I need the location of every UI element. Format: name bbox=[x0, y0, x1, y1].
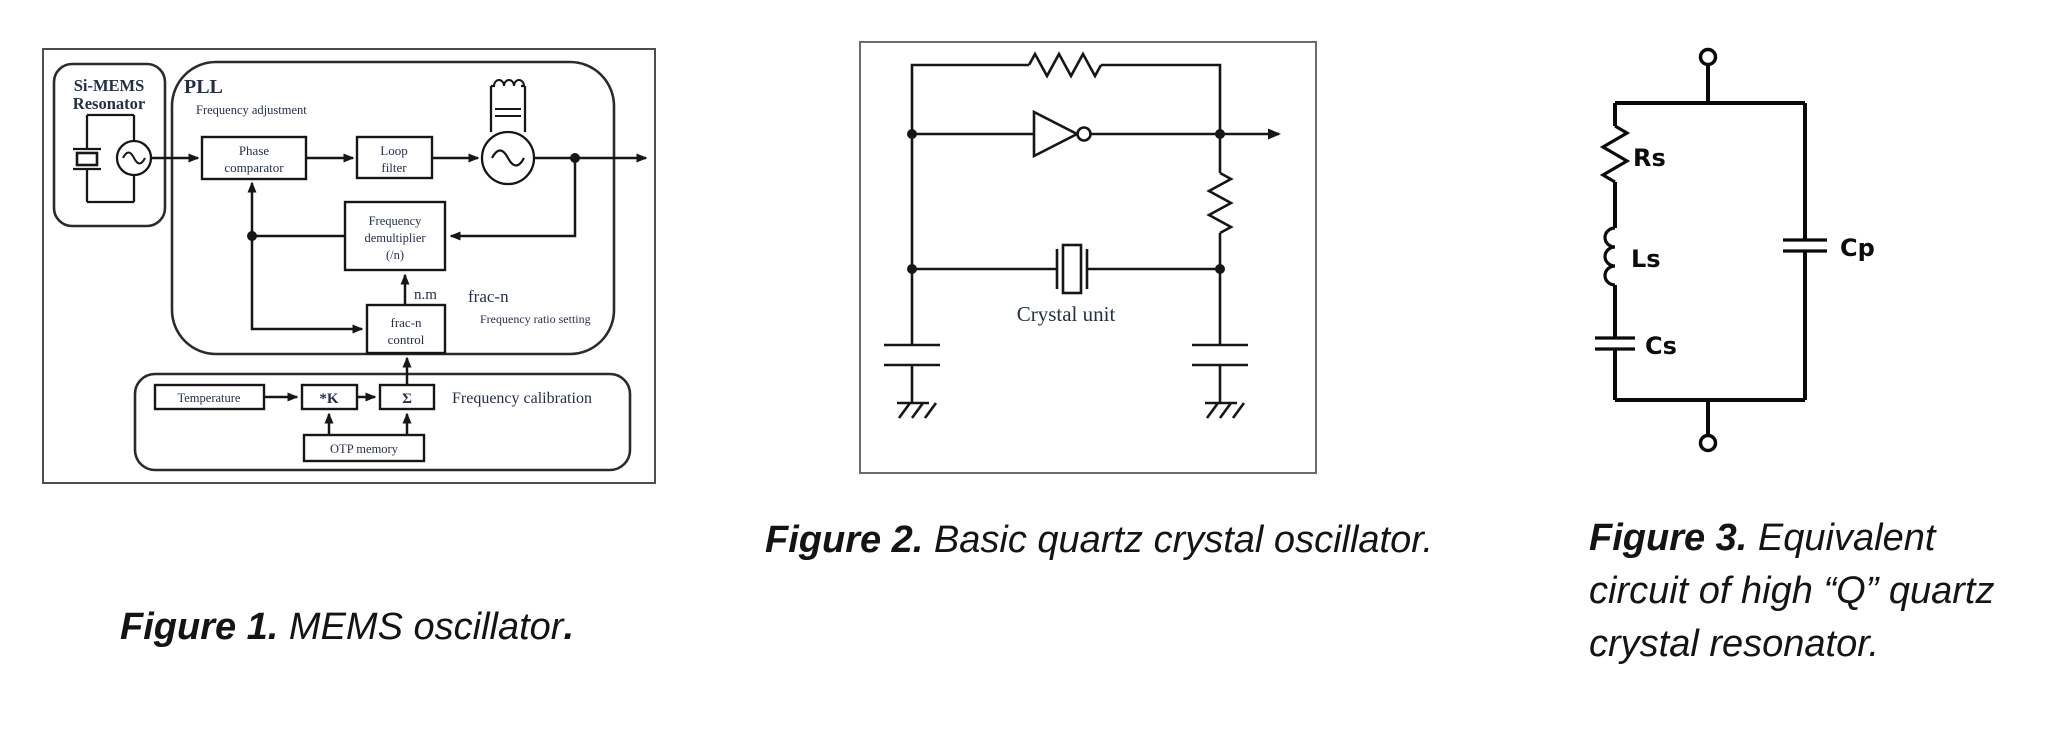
sigma-label: Σ bbox=[402, 391, 412, 407]
si-mems-label-1: Si-MEMS bbox=[74, 76, 145, 95]
left-ground-icon bbox=[897, 401, 938, 419]
frequency-calibration-box bbox=[133, 372, 632, 472]
fracn-label: frac-n bbox=[468, 287, 509, 306]
junction-dot bbox=[907, 264, 917, 274]
phase-label-1: Phase bbox=[239, 143, 270, 158]
vco-sine-icon bbox=[491, 149, 525, 167]
inductor-icon bbox=[493, 79, 525, 87]
cs-label: Cs bbox=[1645, 332, 1677, 360]
fracn-ctl-label-2: control bbox=[388, 332, 425, 347]
demux-label-1: Frequency bbox=[369, 214, 423, 228]
phase-label-2: comparator bbox=[224, 160, 284, 175]
freq-ratio-label: Frequency ratio setting bbox=[480, 312, 591, 326]
figure3-labels: Rs Ls Cs Cp bbox=[1631, 144, 1875, 360]
right-capacitor-icon bbox=[1192, 343, 1248, 367]
crystal-unit-label: Crystal unit bbox=[1017, 302, 1116, 326]
figure3-caption-line3: crystal resonator. bbox=[1589, 623, 1880, 665]
fracn-ctl-label-1: frac-n bbox=[390, 315, 422, 330]
top-terminal-icon bbox=[1698, 47, 1718, 67]
figure3-caption-line1: Figure 3. Equivalent bbox=[1589, 512, 2048, 565]
lc-tank-loop-icon bbox=[489, 84, 527, 132]
rs-resistor-icon bbox=[1599, 124, 1631, 184]
figure3-caption: Figure 3. Equivalent circuit of high “Q”… bbox=[1589, 512, 2048, 671]
figure3-caption-line1-text: Equivalent bbox=[1747, 517, 1936, 559]
capacitor-icon bbox=[495, 108, 521, 117]
figure1-svg: Si-MEMS Resonator PLL Frequency adjustme… bbox=[52, 60, 648, 472]
figure3-svg: Rs Ls Cs Cp bbox=[1595, 47, 1875, 453]
temperature-label: Temperature bbox=[178, 391, 241, 405]
k-label: *K bbox=[319, 391, 339, 407]
cp-capacitor-icon bbox=[1783, 238, 1827, 253]
cs-capacitor-icon bbox=[1595, 336, 1635, 351]
figure2-svg: Crystal unit bbox=[884, 51, 1281, 419]
figure1-caption-suffix: . bbox=[563, 606, 574, 648]
figure1-labels: Si-MEMS Resonator PLL Frequency adjustme… bbox=[73, 76, 592, 456]
figure1-caption-body: MEMS oscillator bbox=[278, 606, 564, 648]
freq-calibration-label: Frequency calibration bbox=[452, 390, 592, 407]
loop-label-2: filter bbox=[381, 160, 407, 175]
pll-blocks bbox=[200, 135, 447, 355]
cp-label: Cp bbox=[1840, 234, 1875, 262]
figure3-diagram: Rs Ls Cs Cp bbox=[1595, 13, 2025, 487]
resonator-circuit-icon bbox=[73, 113, 153, 204]
otp-memory-label: OTP memory bbox=[330, 442, 399, 456]
series-resistor-icon bbox=[1206, 171, 1234, 235]
ls-label: Ls bbox=[1631, 245, 1661, 273]
crystal-plates-icon bbox=[73, 147, 101, 171]
wires bbox=[151, 153, 648, 435]
figure3-caption-prefix: Figure 3. bbox=[1589, 517, 1748, 559]
figure3-caption-line2: circuit of high “Q” quartz bbox=[1589, 570, 1995, 612]
loop-filter-block bbox=[355, 135, 434, 180]
fracn-control-block bbox=[365, 303, 447, 355]
bottom-terminal-icon bbox=[1698, 433, 1718, 453]
temperature-block bbox=[153, 383, 266, 411]
calibration-blocks bbox=[153, 383, 436, 463]
junction-dot bbox=[570, 153, 580, 163]
figure2-diagram: Crystal unit bbox=[859, 41, 1317, 474]
figure1-caption-prefix: Figure 1. bbox=[120, 606, 279, 648]
figure2-caption-prefix: Figure 2. bbox=[765, 519, 924, 561]
inverter-icon bbox=[1032, 109, 1080, 159]
junction-dot bbox=[1215, 264, 1225, 274]
feedback-resistor-icon bbox=[1027, 51, 1103, 79]
crystal-body-icon bbox=[1061, 243, 1083, 295]
k-block bbox=[300, 383, 359, 411]
oscillator-circuit bbox=[884, 51, 1281, 419]
feedback-wire bbox=[910, 63, 1222, 134]
pll-label: PLL bbox=[184, 76, 223, 98]
ls-inductor-icon bbox=[1603, 226, 1616, 287]
figure2-caption-body: Basic quartz crystal oscillator. bbox=[923, 519, 1434, 561]
left-capacitor-icon bbox=[884, 343, 940, 367]
rs-label: Rs bbox=[1633, 144, 1666, 172]
equivalent-circuit bbox=[1595, 47, 1827, 453]
right-ground-icon bbox=[1205, 401, 1246, 419]
junction-dot bbox=[1215, 129, 1225, 139]
inverter-bubble-icon bbox=[1076, 126, 1092, 142]
sine-icon bbox=[122, 151, 146, 165]
loop-label-1: Loop bbox=[380, 143, 407, 158]
vco-icon bbox=[480, 79, 536, 186]
crystal-body-icon bbox=[75, 151, 99, 167]
demux-label-2: demultiplier bbox=[364, 231, 426, 245]
demux-label-3: (/n) bbox=[386, 248, 404, 262]
si-mems-resonator-box bbox=[52, 62, 167, 228]
junction-dot bbox=[907, 129, 917, 139]
figure1-diagram: Si-MEMS Resonator PLL Frequency adjustme… bbox=[42, 48, 656, 484]
si-mems-label-2: Resonator bbox=[73, 94, 145, 113]
nm-label: n.m bbox=[414, 287, 437, 303]
freq-adjustment-label: Frequency adjustment bbox=[196, 103, 307, 117]
junction-dot bbox=[247, 231, 257, 241]
otp-memory-block bbox=[302, 433, 426, 463]
figure2-caption: Figure 2. Basic quartz crystal oscillato… bbox=[765, 519, 1433, 562]
figure1-caption: Figure 1. MEMS oscillator. bbox=[120, 606, 574, 649]
